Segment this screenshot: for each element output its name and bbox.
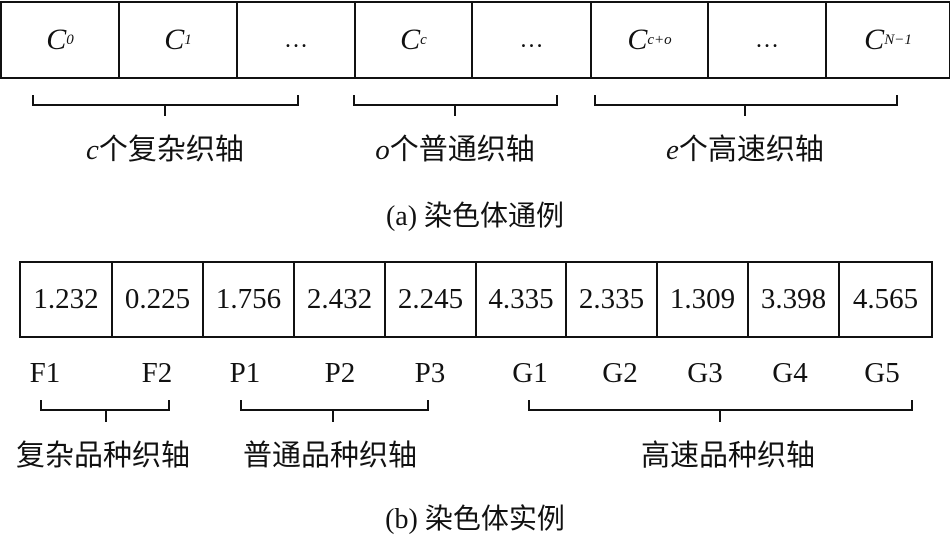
gene-label: F1	[29, 357, 61, 389]
value-cell: 0.225	[111, 261, 204, 338]
bracket-complex	[32, 95, 299, 116]
bracket-g	[528, 400, 913, 422]
bracket-p	[240, 400, 429, 422]
gene-index: 0	[66, 31, 74, 48]
value-cell: 2.245	[384, 261, 477, 338]
value-cell: 3.398	[747, 261, 840, 338]
gene-label: G3	[687, 357, 723, 389]
value-cell: 1.756	[202, 261, 295, 338]
group-text: 个高速织轴	[678, 134, 824, 166]
gene-label: P1	[229, 357, 261, 389]
value-cell: 2.335	[565, 261, 658, 338]
gene-index: c+o	[647, 31, 672, 48]
bracket-normal	[353, 95, 558, 116]
group-label: 普通品种织轴	[242, 440, 418, 472]
group-label: c个复杂织轴	[86, 136, 244, 165]
group-label: o个普通织轴	[375, 136, 535, 165]
group-label: 复杂品种织轴	[15, 440, 191, 472]
group-label: 高速品种织轴	[640, 440, 816, 472]
caption-a: (a) 染色体通例	[385, 201, 565, 232]
gene-cell: …	[707, 1, 827, 79]
gene-index: N−1	[884, 31, 912, 48]
group-label: e个高速织轴	[666, 136, 824, 165]
value-cell: 4.335	[475, 261, 567, 338]
value-cell: 1.309	[656, 261, 749, 338]
group-variable: o	[375, 134, 390, 166]
value-cell: 1.232	[19, 261, 113, 338]
group-text: 个复杂织轴	[98, 134, 244, 166]
gene-label: F2	[141, 357, 173, 389]
value-cell: 2.432	[293, 261, 386, 338]
gene-label: G1	[512, 357, 548, 389]
gene-label: G2	[602, 357, 638, 389]
gene-label: G5	[864, 357, 900, 389]
caption-b: (b) 染色体实例	[385, 504, 565, 535]
gene-label: P2	[324, 357, 356, 389]
gene-cell: …	[236, 1, 356, 79]
gene-cell: …	[471, 1, 592, 79]
gene-index: c	[420, 31, 427, 48]
gene-index: 1	[184, 31, 192, 48]
bracket-f	[40, 400, 170, 422]
group-variable: e	[666, 134, 679, 166]
gene-label: G4	[772, 357, 808, 389]
gene-label: P3	[414, 357, 446, 389]
value-cell: 4.565	[838, 261, 933, 338]
bracket-fast	[594, 95, 898, 116]
group-variable: c	[86, 134, 99, 166]
group-text: 个普通织轴	[389, 134, 535, 166]
